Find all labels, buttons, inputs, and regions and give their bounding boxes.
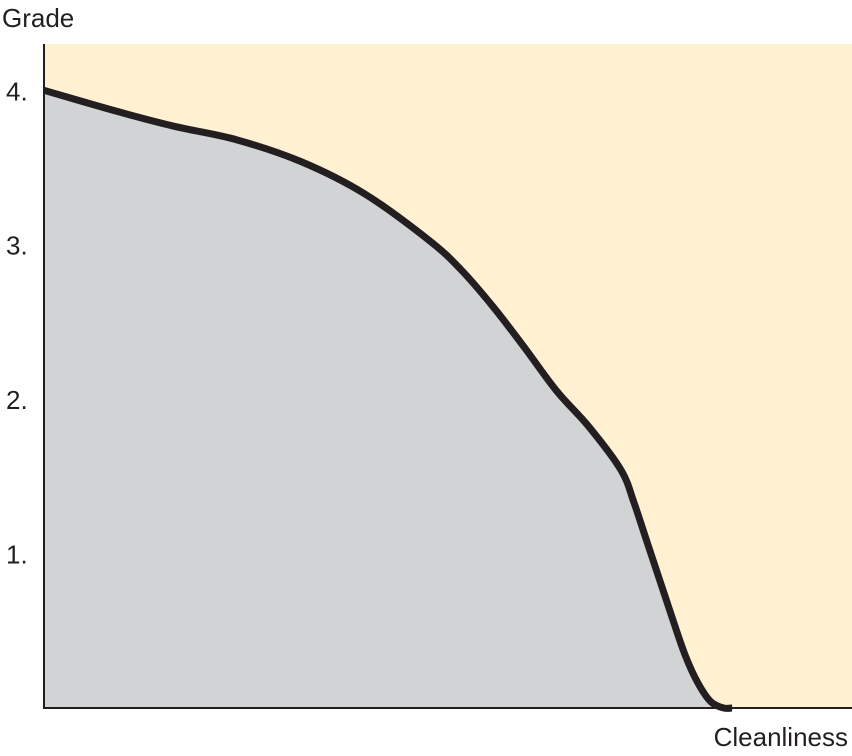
y-axis-title: Grade — [2, 3, 74, 33]
y-tick-label: 3. — [6, 231, 28, 261]
area-fill — [44, 90, 733, 709]
y-tick-label: 2. — [6, 385, 28, 415]
x-axis-title: Cleanliness — [714, 722, 848, 752]
y-tick-label: 1. — [6, 540, 28, 570]
curve-line — [43, 86, 733, 712]
y-tick-labels: 1. 2. 3. 4. — [6, 76, 28, 569]
y-tick-label: 4. — [6, 76, 28, 106]
